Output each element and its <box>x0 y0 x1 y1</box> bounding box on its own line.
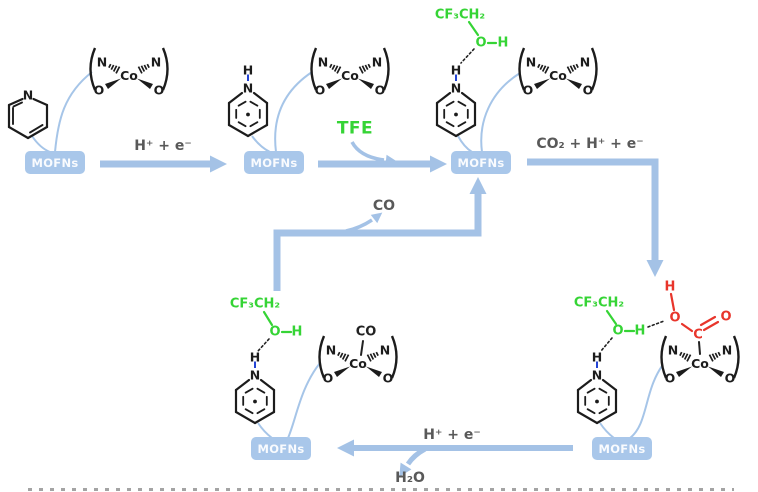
tfe-h-d: H <box>634 323 646 339</box>
tfe-group-c: CF₃CH₂ <box>434 7 486 23</box>
h2o-label: H₂O <box>395 470 425 486</box>
tfe-o-c: O <box>475 35 487 51</box>
tether-curves <box>31 71 663 439</box>
tfe-group-d: CF₃CH₂ <box>573 295 625 311</box>
h-bond-d-carboxyl <box>647 320 665 328</box>
co-complex-a <box>89 46 169 95</box>
carboxyl-c: C <box>693 327 703 343</box>
co-return-arrow <box>273 177 487 291</box>
step1-arrow <box>100 155 227 173</box>
mofns-box-c: MOFNs <box>451 151 511 174</box>
tether-complex-a <box>54 71 93 153</box>
step4-arrow <box>337 439 573 457</box>
tether-complex-d <box>629 365 663 439</box>
tfe-h-e: H <box>291 324 303 340</box>
co-release-label: CO <box>372 198 396 214</box>
tfe-o-e: O <box>269 324 281 340</box>
tfe-label: TFE <box>336 118 374 139</box>
tfe-bonds-d <box>605 309 636 333</box>
co-complex-b <box>310 46 390 95</box>
tether-complex-c <box>480 72 521 153</box>
tfe-bonds-e <box>262 310 293 334</box>
pyridinium-c <box>435 61 477 138</box>
cropped-caption-top-edge <box>28 488 734 491</box>
co-release-arrow <box>345 212 383 233</box>
tether-complex-e <box>287 362 321 439</box>
tfe-h-c: H <box>497 35 509 51</box>
tfe-bonds-c <box>467 20 498 45</box>
mofns-box-a: MOFNs <box>25 151 85 174</box>
h-bond-d-pyridinium <box>600 337 613 352</box>
co-complex-c <box>518 46 598 95</box>
tether-complex-b <box>274 71 313 153</box>
h2o-branch-arrow <box>399 446 427 477</box>
step2-arrow <box>318 155 447 173</box>
step1-label: H⁺ + e⁻ <box>134 138 192 154</box>
co-ligand-label: CO <box>355 324 377 340</box>
mofns-box-b: MOFNs <box>244 151 304 174</box>
carboxyl-o2: O <box>720 309 732 325</box>
pyridinium-b <box>227 61 269 138</box>
mofns-box-e: MOFNs <box>251 437 311 460</box>
c-co-bond <box>698 341 701 355</box>
step3-arrow <box>527 158 664 277</box>
tfe-feed-arrow <box>350 141 397 166</box>
tether-pyridine-d <box>599 422 615 439</box>
pyridine-a <box>7 86 49 140</box>
pyridinium-e <box>234 348 276 425</box>
co-ligand-bond <box>360 340 364 356</box>
mofns-box-d: MOFNs <box>592 437 652 460</box>
step4-label: H⁺ + e⁻ <box>423 427 481 443</box>
tfe-group-e: CF₃CH₂ <box>229 296 281 312</box>
tether-pyridine-e <box>257 422 273 439</box>
carboxyl-h: H <box>664 279 676 295</box>
carboxyl-o: O <box>669 310 681 326</box>
h-bond-c <box>460 48 475 64</box>
tfe-o-d: O <box>612 323 624 339</box>
carboxyl-bonds <box>669 292 720 333</box>
pyridinium-d <box>576 348 618 425</box>
step3-label: CO₂ + H⁺ + e⁻ <box>536 136 644 152</box>
